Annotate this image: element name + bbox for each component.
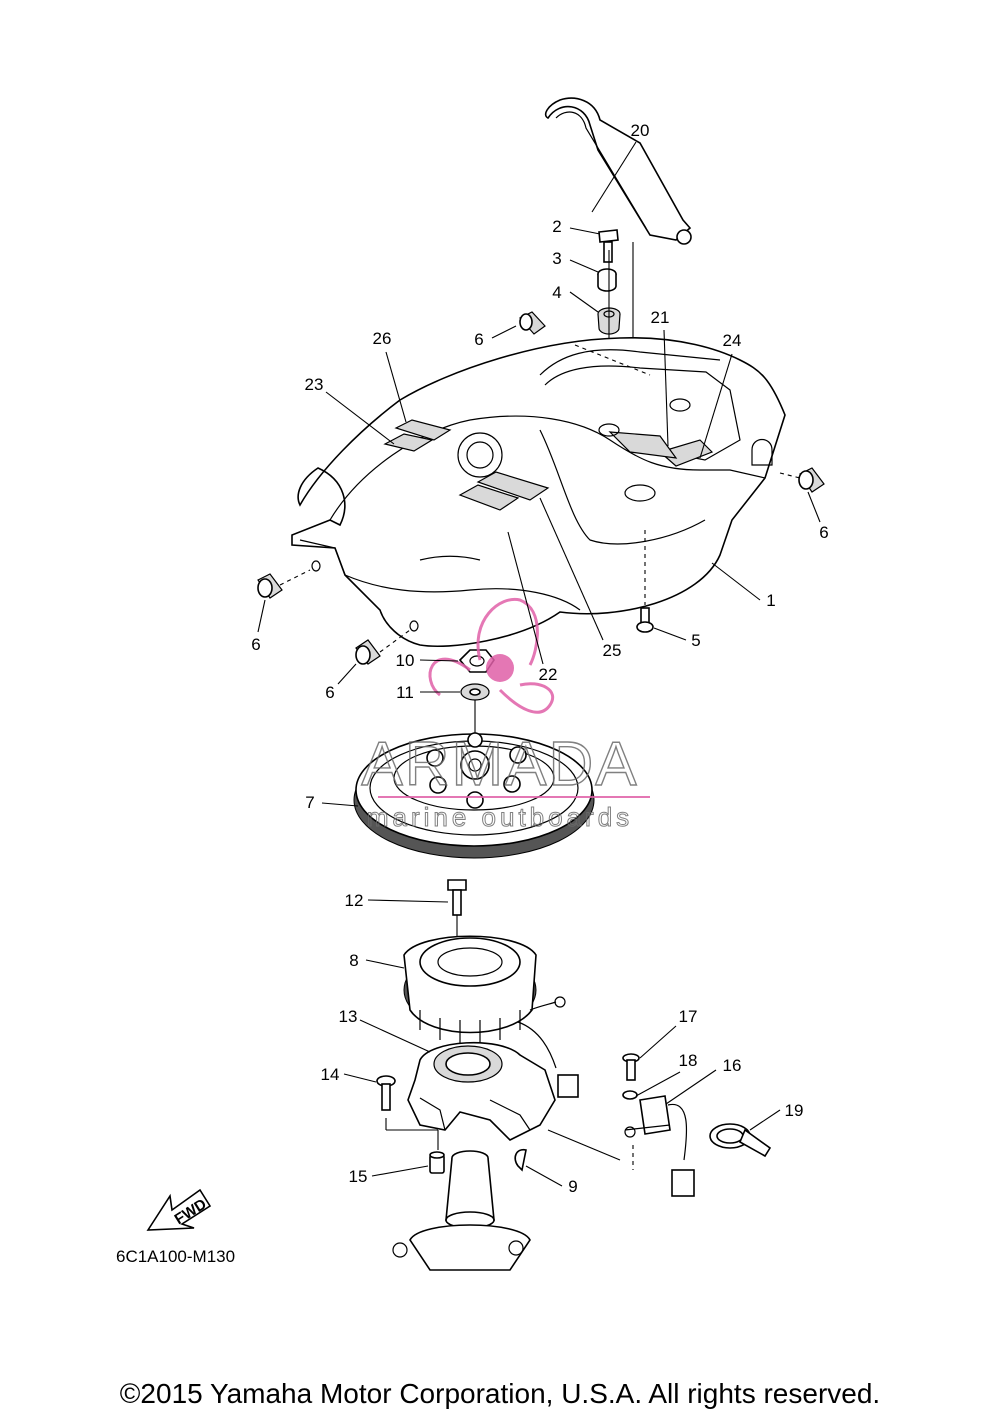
- part-6-grommet-lower: [355, 639, 381, 665]
- callout-leader-14: [343, 1073, 377, 1083]
- callout-5: 5: [691, 631, 700, 650]
- callout-12: 12: [345, 891, 364, 910]
- part-17-screw: [622, 1053, 640, 1081]
- callout-24: 24: [723, 331, 742, 350]
- callout-leader-25: [539, 497, 604, 641]
- callout-leader-21: [663, 329, 669, 447]
- part-23-decal: [383, 433, 434, 452]
- callout-9: 9: [568, 1177, 577, 1196]
- fwd-arrow-icon: FWD: [146, 1188, 212, 1231]
- callout-leader-15: [371, 1165, 429, 1177]
- part-24-decal: [658, 439, 714, 467]
- callout-leader-3: [569, 259, 599, 273]
- callout-19: 19: [785, 1101, 804, 1120]
- callout-leader-7: [321, 802, 359, 807]
- part-26-decal: [394, 419, 452, 441]
- copyright-notice: ©2015 Yamaha Motor Corporation, U.S.A. A…: [119, 1378, 881, 1409]
- callout-leader-2: [569, 227, 601, 235]
- callout-18: 18: [679, 1051, 698, 1070]
- callout-leader-13: [359, 1019, 431, 1053]
- callout-leader-1: [711, 562, 761, 601]
- watermark-propeller-logo: [428, 597, 554, 714]
- part-11-washer: [460, 683, 490, 701]
- callout-leader-17: [639, 1025, 677, 1059]
- callout-23: 23: [305, 375, 324, 394]
- callout-leader-24: [699, 353, 733, 459]
- callout-3: 3: [552, 249, 561, 268]
- part-16-pulser-coil: [624, 1095, 695, 1197]
- callout-6: 6: [474, 330, 483, 349]
- part-5-bolt: [636, 607, 654, 633]
- callout-leader-12: [367, 899, 449, 903]
- callout-14: 14: [321, 1065, 340, 1084]
- callout-labels: 1234566667891011121314151718192021222324…: [251, 121, 828, 1196]
- callout-leader-18: [635, 1071, 681, 1097]
- crankshaft-stub: [392, 1150, 531, 1271]
- callout-11: 11: [396, 683, 414, 702]
- watermark-tagline: marine outboards: [367, 802, 633, 832]
- part-12-bolt: [447, 879, 467, 916]
- callout-8: 8: [349, 951, 358, 970]
- watermark-brand: ARMADA: [361, 730, 638, 799]
- part-25-decal: [476, 471, 550, 501]
- watermark: ARMADA marine outboards: [361, 597, 650, 833]
- callout-leader-10: [419, 659, 459, 662]
- callout-26: 26: [373, 329, 392, 348]
- callout-leader-4: [569, 291, 599, 313]
- callout-leader-26: [385, 351, 407, 423]
- callout-22: 22: [539, 665, 558, 684]
- callout-leader-6: [807, 491, 821, 523]
- callout-leader-5: [653, 627, 687, 641]
- callout-6: 6: [819, 523, 828, 542]
- callout-leader-23: [325, 391, 395, 445]
- part-15-pin: [429, 1151, 445, 1174]
- callout-7: 7: [305, 793, 314, 812]
- part-13-base: [407, 1041, 556, 1141]
- callout-13: 13: [339, 1007, 358, 1026]
- part-14-screw: [376, 1075, 396, 1111]
- callout-15: 15: [349, 1167, 368, 1186]
- callout-21: 21: [651, 308, 670, 327]
- callout-4: 4: [552, 283, 561, 302]
- callout-2: 2: [552, 217, 561, 236]
- part-21-decal: [608, 431, 678, 459]
- callout-leader-20: [591, 141, 637, 213]
- part-6-grommet-right: [798, 467, 825, 493]
- part-10-nut: [458, 649, 495, 673]
- part-7-flywheel: [353, 732, 595, 859]
- callout-leader-6: [491, 325, 517, 339]
- drawing-code: 6C1A100-M130: [116, 1247, 235, 1266]
- part-18-washer: [622, 1090, 638, 1100]
- callout-20: 20: [631, 121, 650, 140]
- callout-16: 16: [723, 1056, 742, 1075]
- part-8-stator: [403, 935, 579, 1098]
- callout-leader-6: [257, 599, 266, 633]
- callout-25: 25: [603, 641, 622, 660]
- callout-leader-16: [665, 1069, 717, 1105]
- callout-1: 1: [766, 591, 775, 610]
- callout-leader-9: [525, 1165, 563, 1187]
- part-6-grommet-left: [257, 573, 283, 599]
- part-20-seal-strip: [544, 97, 692, 245]
- part-3-collar: [597, 268, 617, 292]
- part-1-flywheel-cover: [291, 337, 786, 648]
- callout-10: 10: [396, 651, 415, 670]
- part-22-decal: [458, 484, 520, 511]
- callout-6: 6: [325, 683, 334, 702]
- callout-17: 17: [679, 1007, 698, 1026]
- callout-leader-19: [749, 1109, 781, 1131]
- callout-6: 6: [251, 635, 260, 654]
- part-19-clip: [709, 1123, 772, 1158]
- callout-leader-6: [337, 663, 357, 685]
- part-6-grommet-top: [519, 311, 546, 335]
- callout-leader-22: [507, 531, 544, 665]
- part-9-key: [514, 1148, 527, 1172]
- callout-leader-8: [365, 959, 405, 969]
- part-2-bolt: [598, 229, 619, 263]
